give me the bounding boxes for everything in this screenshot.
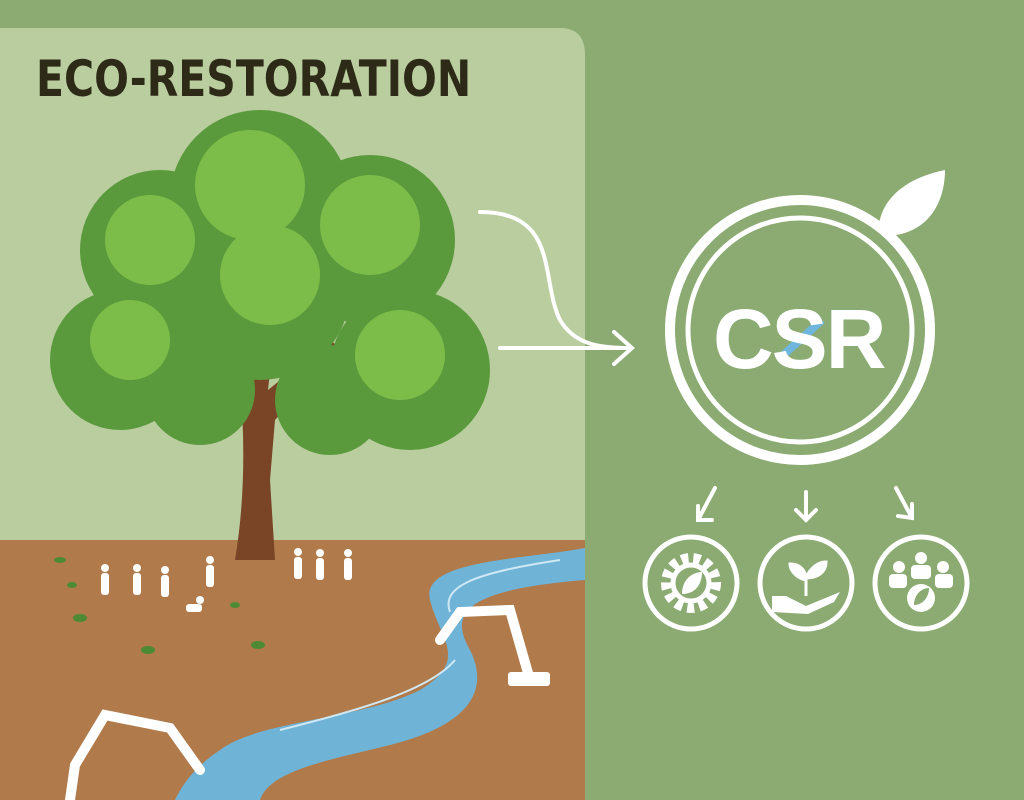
leaf-icon — [878, 170, 945, 236]
csr-logo-text: CSR — [713, 292, 886, 386]
volunteers — [101, 548, 352, 612]
robot-arm-right — [435, 604, 535, 685]
csr-logo — [665, 170, 945, 465]
hand-sprout-icon — [757, 534, 855, 632]
down-arrows — [696, 486, 914, 523]
people-leaf-icon — [872, 534, 970, 632]
sprouts — [54, 557, 265, 654]
robot-arm-left — [65, 709, 205, 800]
river-highlight — [279, 559, 561, 731]
river — [175, 548, 585, 800]
tree — [50, 110, 490, 560]
page-title: ECO-RESTORATION — [36, 50, 472, 108]
robot-arm-right-base — [508, 672, 550, 686]
arrow-to-csr — [478, 210, 636, 366]
gear-leaf-icon — [642, 534, 740, 632]
